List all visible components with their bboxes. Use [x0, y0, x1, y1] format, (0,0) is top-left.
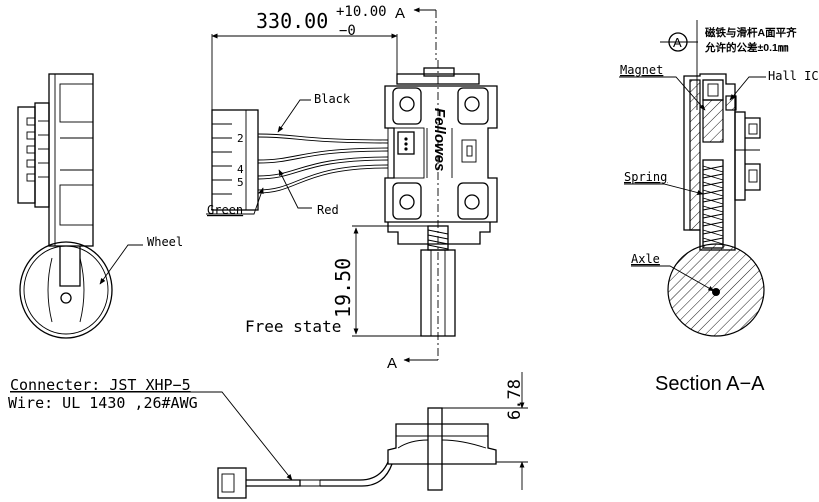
- cable-tol-minus: −0: [339, 23, 356, 39]
- cable-length-dim: 330.00: [256, 9, 328, 33]
- cable-tol-plus: +10.00: [336, 4, 387, 20]
- wheel-outer: [19, 241, 113, 339]
- section-note-mark: A: [673, 35, 682, 50]
- slider-rod: [420, 60, 456, 360]
- front-view: 330.00 +10.00 −0 A 2 4 5: [206, 4, 498, 372]
- sensor-body-side: [48, 73, 94, 247]
- connector-housing-inner: [34, 102, 50, 208]
- section-mark-bottom: A: [387, 355, 397, 372]
- magnet-label: Magnet: [620, 63, 663, 77]
- connector-plug: [211, 109, 259, 211]
- magnet-block: [702, 99, 724, 143]
- bottom-body: [387, 423, 497, 465]
- wire-red-label: Red: [317, 203, 339, 217]
- pin-5-label: 5: [237, 176, 244, 189]
- plug-pins: [212, 123, 232, 195]
- free-state-height-dim: 19.50: [331, 258, 355, 318]
- brand-logo-text: Fellowes: [431, 108, 448, 171]
- connector-pins: [26, 117, 49, 182]
- wire-bundle: [257, 133, 389, 194]
- wire-spec: Wire: UL 1430 ,26#AWG: [8, 394, 198, 412]
- pin-4-label: 4: [237, 163, 244, 176]
- section-title: Section A−A: [655, 373, 765, 395]
- bottom-connector: [217, 467, 247, 499]
- thickness-dim: 6.78: [505, 379, 525, 420]
- wheel-inner: [23, 245, 109, 335]
- hall-ic-label: Hall IC: [768, 69, 819, 83]
- wheel-label: Wheel: [147, 235, 183, 249]
- section-mark-top: A: [395, 5, 405, 22]
- section-note-line2: 允许的公差±0.1㎜: [704, 41, 789, 54]
- connector-housing-outer: [17, 106, 36, 204]
- spring: [702, 159, 724, 249]
- connector-spec: Connecter: JST XHP−5: [10, 376, 191, 394]
- section-a-a-view: A 磁铁与滑杆A面平齐 允许的公差±0.1㎜ Magnet H: [619, 20, 819, 395]
- sensor-body-front: Fellowes: [384, 67, 498, 245]
- pin-2-label: 2: [237, 132, 244, 145]
- axle-label: Axle: [631, 252, 660, 266]
- wheel-axle-hole: [60, 292, 72, 304]
- spring-label: Spring: [624, 170, 667, 184]
- wheel-arm: [59, 246, 81, 287]
- top-view: Connecter: JST XHP−5 Wire: UL 1430 ,26#A…: [8, 372, 528, 499]
- free-state-label: Free state: [245, 317, 341, 336]
- axle-center: [712, 288, 720, 296]
- wire-black-label: Black: [314, 92, 351, 106]
- section-note-line1: 磁铁与滑杆A面平齐: [705, 26, 797, 39]
- wire-green-label: Green: [207, 203, 243, 217]
- side-view: Wheel: [17, 73, 183, 339]
